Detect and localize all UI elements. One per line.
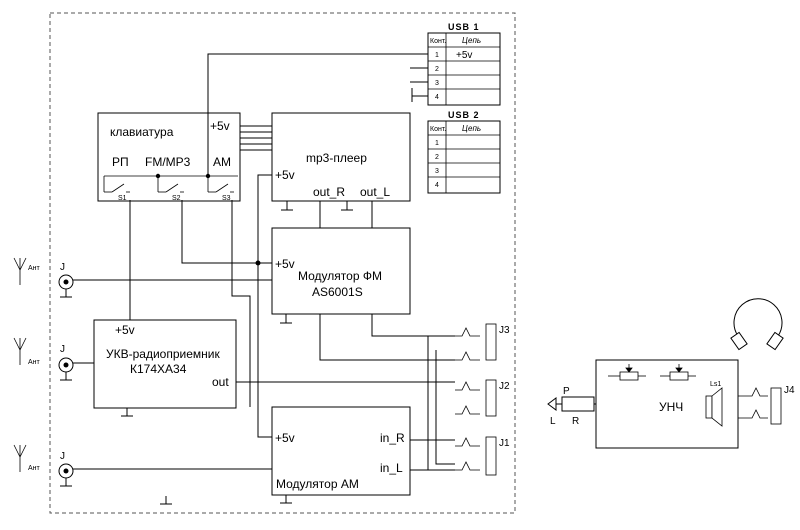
- svg-text:J: J: [60, 262, 65, 273]
- fm-title: Модулятор ФМ: [298, 269, 382, 283]
- svg-text:S1: S1: [118, 195, 127, 202]
- fm-modulator-block: +5v Модулятор ФМ AS6001S: [271, 227, 411, 315]
- svg-text:Ант: Ант: [28, 265, 41, 272]
- amp-title: УНЧ: [659, 400, 683, 414]
- am-in-l: in_L: [380, 461, 403, 475]
- svg-text:3: 3: [435, 168, 439, 175]
- am-plus5v: +5v: [275, 431, 295, 445]
- svg-text:J4: J4: [784, 385, 795, 396]
- keyboard-switch-rp: РП: [112, 155, 129, 169]
- device-enclosure: [49, 12, 516, 514]
- svg-text:J1: J1: [499, 438, 510, 449]
- svg-text:1: 1: [435, 140, 439, 147]
- svg-text:1: 1: [435, 52, 439, 59]
- svg-text:2: 2: [435, 154, 439, 161]
- plug-tip-icon: [547, 397, 557, 411]
- svg-text:J3: J3: [499, 325, 510, 336]
- jack-j4-color: [770, 387, 782, 425]
- antenna-1: Ант J: [13, 257, 272, 298]
- jack-j4-contacts-icon: [738, 387, 768, 419]
- svg-text:2: 2: [435, 66, 439, 73]
- svg-text:Цепь: Цепь: [462, 36, 481, 45]
- mp3-out-r: out_R: [313, 185, 345, 199]
- svg-text:Ант: Ант: [28, 465, 41, 472]
- jack-j3: J3: [455, 323, 510, 361]
- usb1-net-plus5v: +5v: [456, 50, 472, 61]
- usb1-title: USB 1: [448, 22, 480, 32]
- usb2-title: USB 2: [448, 110, 480, 120]
- jack-j1-color: [485, 436, 497, 476]
- antenna-1-icon: [13, 257, 27, 285]
- jack-j1-contacts-icon: [455, 437, 480, 471]
- antenna-2: Ант J: [13, 337, 94, 381]
- volume-potentiometer-icon: [608, 364, 696, 381]
- svg-text:Конт.: Конт.: [430, 126, 446, 133]
- svg-text:4: 4: [435, 182, 439, 189]
- fm-chip: AS6001S: [312, 285, 363, 299]
- ukv-receiver-block: +5v УКВ-радиоприемник К174ХА34 out: [93, 319, 237, 409]
- jack-j1: J1: [455, 436, 510, 476]
- svg-text:S3: S3: [222, 195, 231, 202]
- jack-j4: J4: [738, 385, 795, 425]
- svg-text:Ант: Ант: [28, 359, 41, 366]
- ukv-title: УКВ-радиоприемник: [106, 347, 220, 361]
- svg-text:4: 4: [435, 94, 439, 101]
- keyboard-switches-icon: [103, 173, 238, 193]
- svg-text:R: R: [572, 416, 579, 427]
- antenna-3-icon: [13, 444, 27, 472]
- mp3-plus5v: +5v: [275, 168, 295, 182]
- internal-wiring: [129, 174, 455, 471]
- svg-text:J2: J2: [499, 381, 510, 392]
- am-in-r: in_R: [380, 431, 405, 445]
- svg-text:Конт.: Конт.: [430, 38, 446, 45]
- fm-plus5v: +5v: [275, 257, 295, 271]
- keyboard-block: клавиатура +5v РП FM/MP3 AM S1 S2 S3: [97, 112, 241, 202]
- svg-text:J: J: [60, 451, 65, 462]
- svg-text:Ls1: Ls1: [710, 381, 721, 388]
- am-modulator-block: +5v in_R in_L Модулятор АМ: [271, 406, 411, 496]
- ukv-out: out: [212, 375, 229, 389]
- am-title: Модулятор АМ: [276, 477, 359, 491]
- usb2-table: USB 2 Конт. Цепь 1 2 3 4: [427, 110, 501, 194]
- antenna-3: Ант J: [13, 444, 272, 487]
- keyboard-mp3-bus: [240, 125, 272, 151]
- ground-symbols-icon: [121, 201, 353, 505]
- jack-j2-contacts-icon: [455, 381, 480, 415]
- keyboard-plus5v: +5v: [210, 119, 230, 133]
- svg-text:J: J: [60, 344, 65, 355]
- keyboard-title: клавиатура: [110, 125, 174, 139]
- ukv-chip: К174ХА34: [130, 362, 187, 376]
- jack-j3-color: [485, 323, 497, 361]
- jack-j2: J2: [455, 379, 510, 417]
- antenna-2-icon: [13, 337, 27, 365]
- svg-text:3: 3: [435, 80, 439, 87]
- svg-text:S2: S2: [172, 195, 181, 202]
- svg-text:P: P: [563, 386, 570, 397]
- amplifier-block: УНЧ Ls1: [595, 359, 739, 449]
- keyboard-switch-fm-mp3: FM/MP3: [145, 155, 191, 169]
- svg-text:L: L: [550, 416, 556, 427]
- jack-j2-color: [485, 379, 497, 417]
- usb1-wiring: [207, 53, 428, 176]
- mp3-out-l: out_L: [360, 185, 390, 199]
- headphones-icon: [730, 298, 784, 351]
- svg-text:Цепь: Цепь: [462, 124, 481, 133]
- ukv-plus5v: +5v: [115, 323, 135, 337]
- mp3-title: mp3-плеер: [306, 151, 367, 165]
- mp3-player-block: mp3-плеер +5v out_R out_L: [271, 112, 411, 202]
- usb1-table: USB 1 Конт. Цепь 1 2 3 4 +5v: [427, 22, 501, 106]
- speaker-icon: [705, 387, 723, 427]
- keyboard-switch-am: AM: [213, 155, 231, 169]
- jack-j3-contacts-icon: [455, 327, 480, 361]
